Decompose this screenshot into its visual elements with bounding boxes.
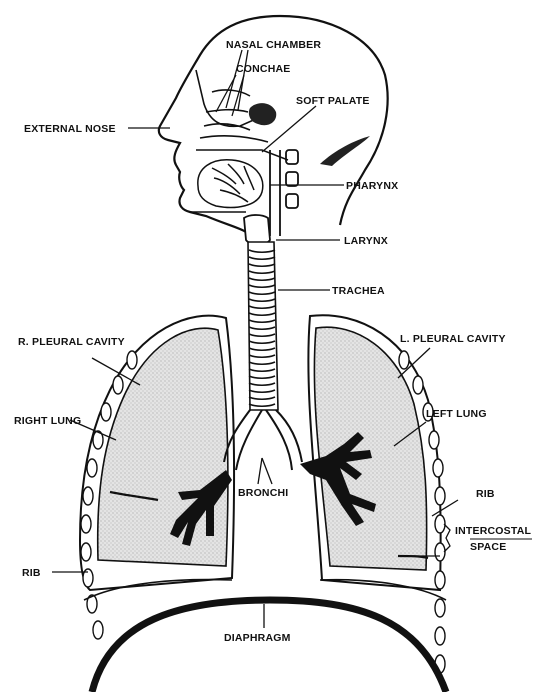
label-rib-left: RIB: [476, 488, 495, 500]
rib-bead: [399, 351, 409, 369]
label-r-pleural-cavity: R. PLEURAL CAVITY: [18, 336, 125, 348]
label-left-lung: LEFT LUNG: [426, 408, 487, 420]
label-nasal-chamber: NASAL CHAMBER: [226, 39, 321, 51]
rib-bead: [433, 459, 443, 477]
rib-bead: [81, 515, 91, 533]
left-lung: [314, 327, 426, 570]
rib-bead: [435, 487, 445, 505]
rib-bead: [435, 599, 445, 617]
label-soft-palate: SOFT PALATE: [296, 95, 370, 107]
label-bronchi: BRONCHI: [238, 487, 288, 499]
label-external-nose: EXTERNAL NOSE: [24, 123, 116, 135]
label-conchae: CONCHAE: [236, 63, 291, 75]
label-right-lung: RIGHT LUNG: [14, 415, 81, 427]
sinus-dark-areas: [249, 103, 370, 166]
label-trachea: TRACHEA: [332, 285, 385, 297]
rib-bead: [81, 543, 91, 561]
label-diaphragm: DIAPHRAGM: [224, 632, 291, 644]
mouth-tongue: [190, 150, 288, 212]
rib-bead: [101, 403, 111, 421]
rib-bead: [87, 459, 97, 477]
rib-bead: [435, 571, 445, 589]
trachea-tube: [248, 242, 278, 410]
rib-bead: [435, 515, 445, 533]
rib-bead: [435, 627, 445, 645]
label-l-pleural-cavity: L. PLEURAL CAVITY: [400, 333, 506, 345]
larynx-shape: [244, 215, 270, 245]
label-rib-right: RIB: [22, 567, 41, 579]
right-lung-group: [80, 316, 234, 590]
label-larynx: LARYNX: [344, 235, 388, 247]
rib-bead: [127, 351, 137, 369]
label-space: SPACE: [470, 541, 506, 553]
rib-bead: [83, 487, 93, 505]
pharynx-vertebrae: [270, 150, 298, 236]
rib-bead: [429, 431, 439, 449]
rib-bead: [413, 376, 423, 394]
rib-bead: [93, 621, 103, 639]
rib-bead: [113, 376, 123, 394]
label-intercostal: INTERCOSTAL: [455, 525, 531, 537]
label-pharynx: PHARYNX: [346, 180, 398, 192]
rib-bead: [435, 543, 445, 561]
